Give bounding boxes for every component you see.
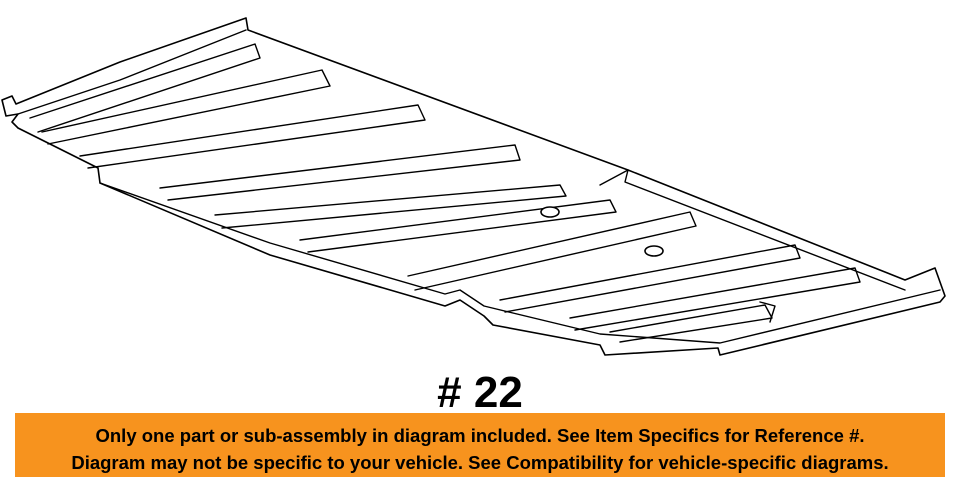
notice-line-2: Diagram may not be specific to your vehi…: [71, 452, 889, 473]
part-callout-number: # 22: [437, 368, 523, 417]
rib-3: [79, 104, 426, 169]
drain-hole-2: [644, 245, 664, 257]
rib-7: [407, 211, 697, 291]
rear-step: [599, 169, 906, 323]
front-lip: [17, 29, 247, 115]
rib-8: [499, 244, 801, 313]
drain-hole-1: [540, 206, 560, 218]
notice-line-1: Only one part or sub-assembly in diagram…: [95, 425, 865, 446]
rib-9: [569, 267, 861, 331]
side-flange: [99, 182, 941, 344]
rib-1: [29, 43, 261, 133]
notice-banner: Only one part or sub-assembly in diagram…: [15, 413, 945, 477]
floor-panel-outline: [1, 17, 946, 356]
rib-2: [41, 69, 331, 145]
rib-6: [299, 199, 617, 253]
rib-4: [159, 144, 521, 201]
rib-5: [214, 184, 567, 229]
part-diagram: [1, 17, 946, 356]
rib-10: [609, 304, 773, 343]
